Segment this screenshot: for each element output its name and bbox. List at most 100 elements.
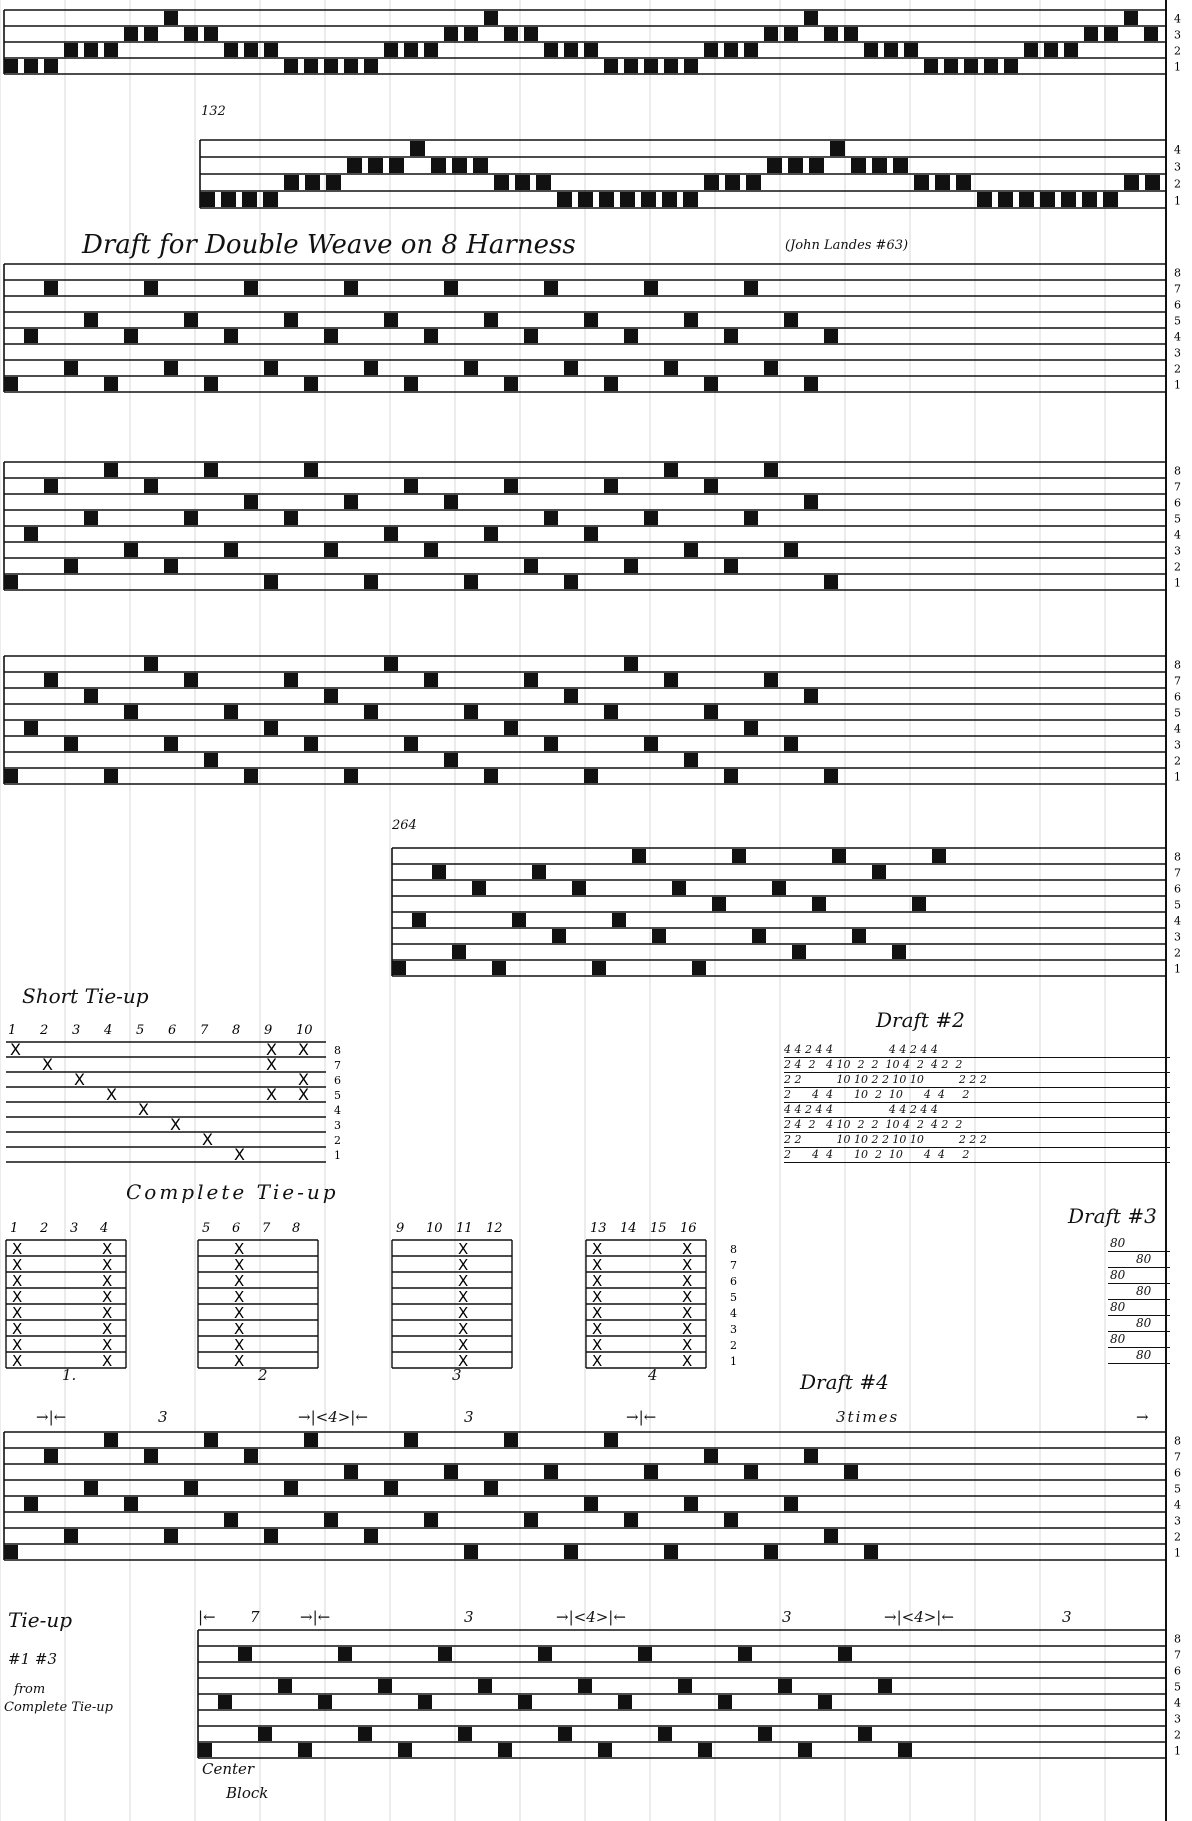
draft3-row: 80 [1108, 1348, 1170, 1364]
harness-number: 6 [1174, 882, 1181, 895]
thread-block [664, 1545, 678, 1559]
thread-block [504, 1433, 518, 1447]
thread-block [84, 689, 98, 703]
thread-block [298, 1743, 312, 1757]
thread-block [104, 377, 118, 391]
thread-block [784, 543, 798, 557]
tieup-column-number: 4 [103, 1023, 112, 1038]
thread-block [784, 313, 798, 327]
thread-block [484, 1481, 498, 1495]
thread-block [724, 769, 738, 783]
draft2-row: 2 2 10 10 2 2 10 10 2 2 2 [784, 1073, 1170, 1088]
thread-block [798, 1743, 812, 1757]
thread-block [284, 313, 298, 327]
thread-block [358, 1727, 372, 1741]
tieup-column-number: 6 [232, 1221, 240, 1236]
thread-block [284, 175, 299, 190]
thread-block [392, 961, 406, 975]
thread-block [678, 1679, 692, 1693]
thread-block [263, 192, 278, 207]
thread-block [44, 281, 58, 295]
harness-number: 3 [1174, 346, 1181, 359]
thread-block [544, 1465, 558, 1479]
thread-block [744, 1465, 758, 1479]
center-block-label: Center [202, 1760, 254, 1778]
thread-block [344, 1465, 358, 1479]
harness-number: 4 [1174, 143, 1181, 156]
thread-block [198, 1743, 212, 1757]
tieup-column-number: 5 [136, 1023, 144, 1038]
thread-block [692, 961, 706, 975]
thread-block [124, 329, 138, 343]
thread-block [1124, 11, 1138, 25]
thread-block [784, 737, 798, 751]
bottom-mark-1: |← [198, 1608, 216, 1626]
thread-block [84, 511, 98, 525]
thread-block [684, 543, 698, 557]
tieup-row-number: 8 [730, 1243, 737, 1256]
thread-block [238, 1647, 252, 1661]
thread-block [144, 479, 158, 493]
thread-block [368, 158, 383, 173]
thread-block [64, 559, 78, 573]
thread-block [224, 329, 238, 343]
harness-number: 7 [1174, 674, 1181, 687]
thread-block [344, 769, 358, 783]
thread-block [124, 543, 138, 557]
thread-block [778, 1679, 792, 1693]
tieup-row-number: 2 [730, 1339, 737, 1352]
page-title: Draft for Double Weave on 8 Harness [82, 230, 576, 260]
thread-block [1040, 192, 1055, 207]
thread-block [244, 1449, 258, 1463]
source-note: (John Landes #63) [785, 238, 908, 253]
thread-block [515, 175, 530, 190]
tieup-column-number: 2 [39, 1221, 48, 1236]
thread-block [838, 1647, 852, 1661]
harness-number: 8 [1174, 464, 1181, 477]
thread-block [704, 43, 718, 57]
tieup-x-mark: X [298, 1085, 309, 1104]
thread-block [304, 737, 318, 751]
thread-block [104, 1433, 118, 1447]
tieup-column-number: 12 [486, 1221, 503, 1236]
thread-block [404, 737, 418, 751]
thread-block [818, 1695, 832, 1709]
harness-number: 3 [1174, 160, 1181, 173]
tieup-column-number: 8 [232, 1023, 240, 1038]
thread-block [804, 1449, 818, 1463]
draft-top-4h: 4321 [4, 10, 1181, 74]
thread-block [184, 1481, 198, 1495]
thread-block [44, 1449, 58, 1463]
thread-block [724, 329, 738, 343]
short-tieup-grid: 1234567891087654321XXXXXXXXXXXXXX [6, 1023, 341, 1164]
thread-block [604, 377, 618, 391]
bottom-mark-5: →|<4>|← [556, 1608, 626, 1626]
tieup-column-number: 2 [39, 1023, 48, 1038]
thread-block [364, 59, 378, 73]
bottom-mark-6: 3 [782, 1608, 792, 1626]
thread-block [1064, 43, 1078, 57]
tieup-row-number: 3 [730, 1323, 737, 1336]
tieup-x-mark: X [592, 1352, 602, 1370]
thread-block [784, 27, 798, 41]
thread-block [244, 281, 258, 295]
thread-block [324, 1513, 338, 1527]
thread-block [424, 329, 438, 343]
thread-block [744, 511, 758, 525]
thread-block [364, 361, 378, 375]
draft4-mark-4: 3 [464, 1408, 474, 1426]
thread-block [704, 175, 719, 190]
tieup-column-number: 9 [396, 1221, 404, 1236]
thread-block [632, 849, 646, 863]
complete-tieup-grid: 5678XXXXXXXX [198, 1221, 318, 1370]
draft2-row: 2 2 10 10 2 2 10 10 2 2 2 [784, 1133, 1170, 1148]
thread-block [898, 1743, 912, 1757]
thread-block [444, 281, 458, 295]
tieup-column-number: 15 [650, 1221, 667, 1236]
thread-block [804, 689, 818, 703]
harness-number: 3 [1174, 738, 1181, 751]
thread-block [1061, 192, 1076, 207]
thread-block [584, 769, 598, 783]
thread-block [284, 511, 298, 525]
